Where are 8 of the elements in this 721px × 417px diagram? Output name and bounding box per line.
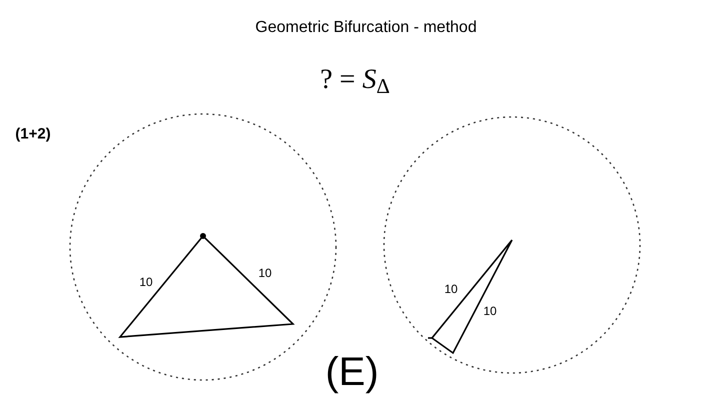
length-label: 10 [139, 276, 153, 288]
formula: ? = S$_{Δ}$ [320, 66, 390, 94]
length-label: 10 [444, 283, 458, 295]
title: Geometric Bifurcation - method [255, 18, 477, 38]
length-label: 10 [258, 267, 272, 279]
length-label: 10 [483, 305, 497, 317]
option-label: (E) [325, 352, 379, 392]
case-label: (1+2) [15, 126, 51, 142]
